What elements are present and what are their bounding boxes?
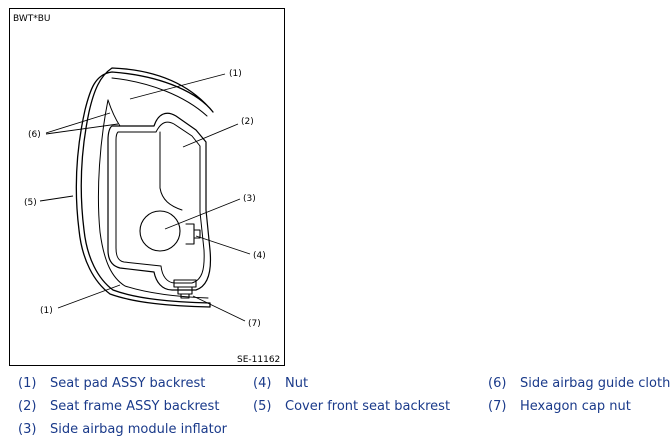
seat-frame-rib (159, 131, 183, 211)
leader-lines (39, 73, 251, 322)
leader-6a (45, 112, 111, 134)
legend-number: (3) (18, 422, 37, 437)
leader-2 (182, 123, 239, 148)
callout-1-upper: (1) (229, 69, 242, 79)
seat-pad-upper (111, 77, 208, 117)
legend-number: (5) (253, 399, 272, 414)
legend-number: (4) (253, 376, 272, 391)
leader-3 (164, 198, 241, 230)
legend-label: Cover front seat backrest (285, 399, 451, 414)
callout-3: (3) (243, 194, 256, 204)
leader-1-lower (57, 284, 121, 309)
legend-number: (1) (18, 376, 37, 391)
legend-label: Nut (285, 376, 309, 391)
leader-1-upper (129, 73, 226, 100)
leader-4 (195, 235, 251, 255)
legend-item: (5) Cover front seat backrest (253, 399, 450, 414)
diagram-reference-code: SE-11162 (237, 355, 280, 365)
seat-frame-inner (115, 121, 205, 284)
legend-label: Side airbag module inflator (50, 422, 228, 437)
legend-label: Side airbag guide cloth (520, 376, 670, 391)
legend-item: (3) Side airbag module inflator (18, 422, 227, 437)
legend-number: (6) (488, 376, 507, 391)
legend-item: (4) Nut (253, 376, 308, 391)
hexagon-cap-nut (173, 279, 197, 299)
callout-1-lower: (1) (40, 306, 53, 316)
legend-number: (2) (18, 399, 37, 414)
legend-item: (2) Seat frame ASSY backrest (18, 399, 219, 414)
legend-item: (1) Seat pad ASSY backrest (18, 376, 205, 391)
legend-item: (6) Side airbag guide cloth (488, 376, 670, 391)
callout-5: (5) (24, 198, 37, 208)
legend-label: Seat pad ASSY backrest (50, 376, 206, 391)
backrest-cover-outline (75, 67, 214, 308)
airbag-inflator-circle (139, 210, 181, 252)
seat-pad-side (97, 99, 209, 299)
callout-2: (2) (241, 117, 254, 127)
guide-cloth-fold (107, 99, 121, 127)
callout-6: (6) (28, 130, 41, 140)
seat-frame-outer (107, 112, 212, 291)
callout-4: (4) (253, 251, 266, 261)
legend-number: (7) (488, 399, 507, 414)
legend-item: (7) Hexagon cap nut (488, 399, 631, 414)
diagram-header-code: BWT*BU (13, 14, 51, 24)
diagram-frame (9, 8, 285, 366)
leader-5 (39, 195, 74, 202)
nut-bracket (185, 223, 201, 245)
leader-6b (45, 123, 119, 135)
legend-label: Hexagon cap nut (520, 399, 631, 414)
leader-7 (192, 295, 246, 322)
callout-7: (7) (248, 319, 261, 329)
legend-label: Seat frame ASSY backrest (50, 399, 220, 414)
